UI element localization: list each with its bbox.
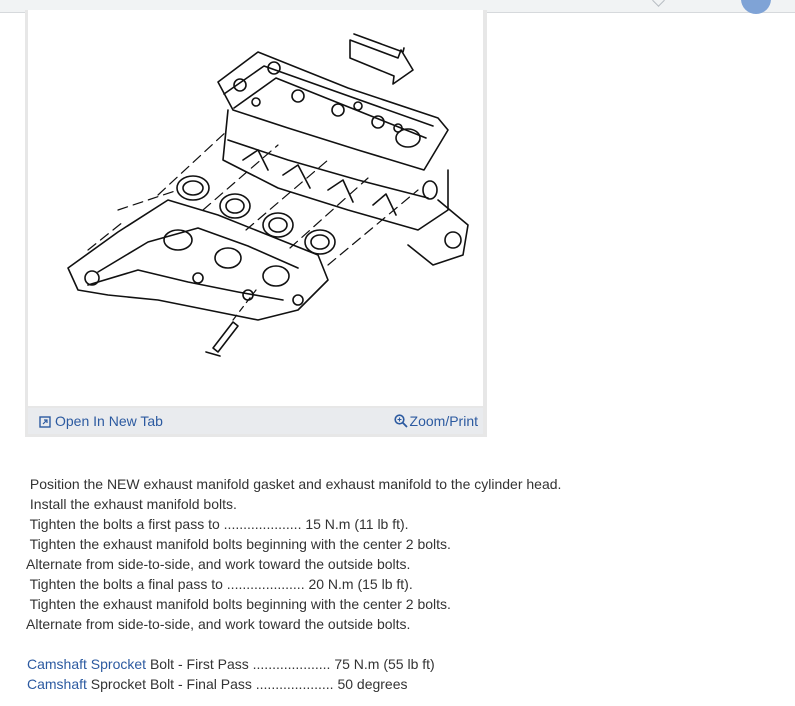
step-line: Alternate from side-to-side, and work to…	[26, 556, 411, 572]
zoom-print-link[interactable]: Zoom/Print	[393, 413, 478, 429]
illustration-panel: Open In New Tab Zoom/Print	[25, 10, 487, 437]
open-in-new-tab-label: Open In New Tab	[55, 413, 163, 429]
spec-row: Camshaft Sprocket Bolt - First Pass ....…	[27, 654, 747, 674]
avatar[interactable]	[741, 0, 771, 14]
spec-text: Bolt - First Pass .................... 7…	[146, 656, 435, 672]
external-window-icon	[39, 416, 51, 428]
torque-specs: Camshaft Sprocket Bolt - First Pass ....…	[27, 654, 747, 694]
step-line: Tighten the exhaust manifold bolts begin…	[26, 536, 451, 552]
step-line: Position the NEW exhaust manifold gasket…	[26, 476, 562, 492]
engine-line-drawing	[67, 33, 469, 357]
step-line: Tighten the bolts a final pass to ......…	[26, 576, 413, 592]
procedure-steps: Position the NEW exhaust manifold gasket…	[26, 474, 746, 634]
step-line: Alternate from side-to-side, and work to…	[26, 616, 411, 632]
illustration-toolbar: Open In New Tab Zoom/Print	[28, 408, 483, 434]
step-line: Tighten the bolts a first pass to ......…	[26, 516, 409, 532]
zoom-print-label: Zoom/Print	[409, 413, 478, 429]
step-line: Install the exhaust manifold bolts.	[26, 496, 237, 512]
step-line: Tighten the exhaust manifold bolts begin…	[26, 596, 451, 612]
spec-text: Sprocket Bolt - Final Pass .............…	[86, 676, 408, 692]
chevron-down-icon[interactable]	[652, 0, 665, 7]
exhaust-manifold-illustration	[28, 10, 483, 406]
open-in-new-tab-link[interactable]: Open In New Tab	[39, 413, 163, 429]
camshaft-sprocket-link[interactable]: Camshaft Sprocket	[27, 656, 147, 672]
camshaft-link[interactable]: Camshaft	[27, 676, 87, 692]
magnifier-icon	[393, 414, 408, 428]
spec-row: Camshaft Sprocket Bolt - Final Pass ....…	[27, 674, 747, 694]
